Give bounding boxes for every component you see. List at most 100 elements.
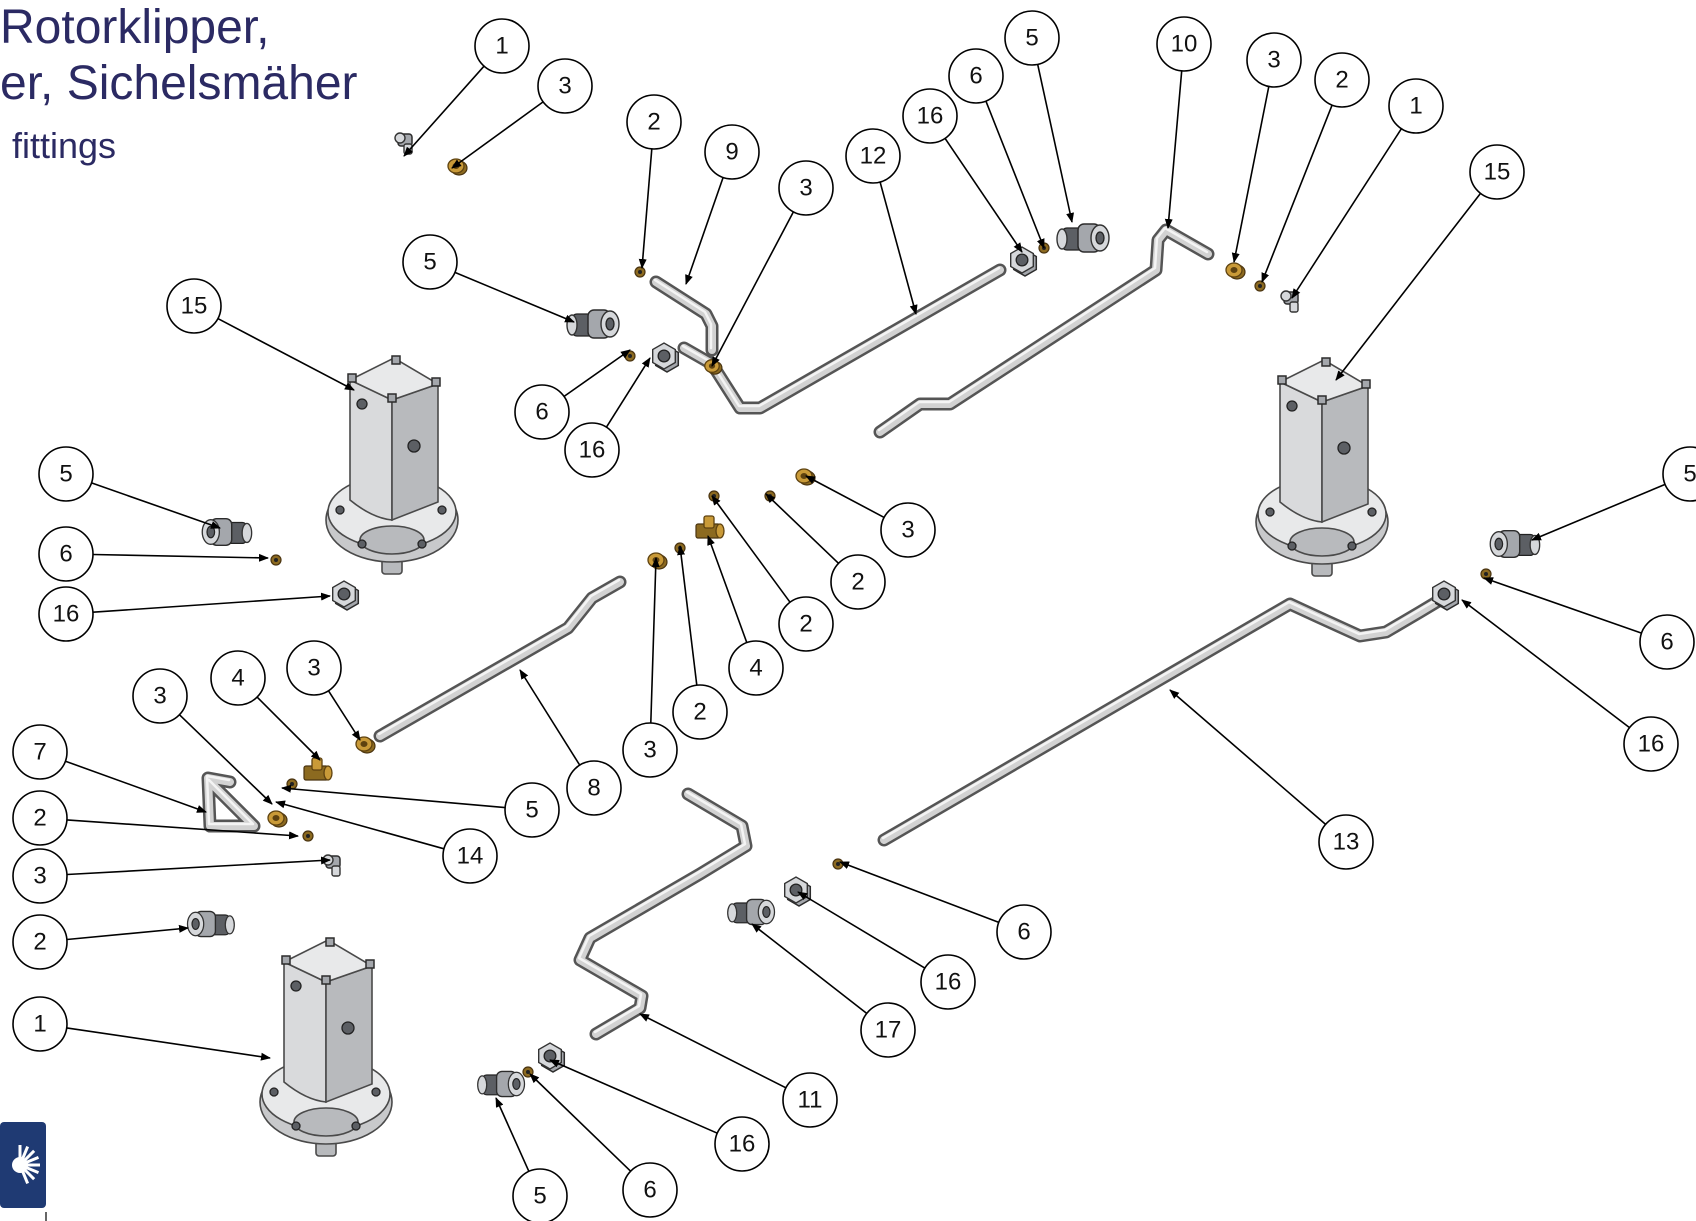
- callout-circle: [12, 790, 68, 846]
- callout-label: 6: [1660, 629, 1673, 656]
- subtitle-fittings: fittings: [12, 125, 117, 166]
- callout-label: 4: [231, 665, 244, 692]
- callout-label: 5: [1683, 461, 1696, 488]
- callout-1: 1: [1388, 78, 1444, 134]
- leader-line: [275, 800, 445, 850]
- motor-flange-bolt: [371, 1087, 381, 1097]
- leader-line: [605, 357, 651, 428]
- callout-7: 7: [12, 724, 68, 780]
- callout-circle: [132, 668, 188, 724]
- motor-bolt: [365, 959, 375, 969]
- callout-4: 4: [728, 640, 784, 696]
- callout-label: 16: [935, 969, 962, 996]
- callout-label: 2: [33, 805, 46, 832]
- callout-circle: [166, 278, 222, 334]
- callout-circle: [1318, 814, 1374, 870]
- leader-line: [66, 819, 299, 840]
- elbow-port-bore: [1494, 537, 1504, 551]
- motor-bolt: [1361, 379, 1371, 389]
- callout-3: 3: [1246, 32, 1302, 88]
- callout-circle: [1246, 32, 1302, 88]
- motor-flange-bolt: [351, 1121, 361, 1131]
- brass-nut: [1225, 262, 1246, 280]
- callout-3: 3: [778, 160, 834, 216]
- callout-circle: [704, 124, 760, 180]
- leader-line: [711, 495, 791, 603]
- leader-line: [451, 101, 544, 169]
- callout-label: 2: [1335, 67, 1348, 94]
- callout-17: 17: [860, 1002, 916, 1058]
- leader-line: [66, 924, 189, 941]
- callout-label: 5: [1025, 25, 1038, 52]
- sealing-ring: [270, 554, 282, 566]
- hex-nut: [1431, 580, 1460, 611]
- tee-fitting: [303, 757, 333, 781]
- leader-line: [66, 1027, 271, 1061]
- elbow-fitting: [477, 1070, 526, 1098]
- callout-label: 7: [33, 739, 46, 766]
- tee-end: [323, 765, 333, 781]
- pipe-9: [649, 275, 719, 357]
- leader-line: [1483, 577, 1642, 634]
- callout-label: 5: [525, 797, 538, 824]
- grease-nipple: [1280, 290, 1299, 313]
- ring-hole: [306, 834, 310, 838]
- elbow-fitting: [201, 517, 253, 547]
- leader-line: [65, 760, 207, 813]
- pipe-7: [201, 771, 261, 833]
- leader-line: [797, 891, 926, 969]
- callout-circle: [1314, 52, 1370, 108]
- callout-label: 5: [533, 1183, 546, 1210]
- leader-line: [639, 1013, 787, 1089]
- callout-9: 9: [704, 124, 760, 180]
- callout-label: 5: [59, 461, 72, 488]
- callout-label: 16: [1638, 731, 1665, 758]
- callout-3: 3: [286, 640, 342, 696]
- motor-port: [1337, 441, 1351, 455]
- callout-16: 16: [564, 422, 620, 478]
- leader-line: [805, 475, 885, 519]
- elbow-end: [727, 903, 738, 923]
- pipe-highlight: [653, 278, 713, 350]
- leader-line: [281, 784, 506, 809]
- callout-5: 5: [512, 1168, 568, 1221]
- elbow-port-bore: [512, 1078, 521, 1090]
- callout-2: 2: [626, 94, 682, 150]
- leader-line: [1291, 128, 1403, 299]
- motor-bolt: [325, 937, 335, 947]
- callout-label: 14: [457, 843, 484, 870]
- elbow-fitting: [566, 309, 620, 339]
- pipe-body: [880, 596, 1444, 844]
- callout-circle: [902, 88, 958, 144]
- callout-circle: [38, 526, 94, 582]
- brass-nut: [447, 158, 468, 176]
- callout-label: 2: [647, 109, 660, 136]
- leader-line: [1335, 192, 1482, 381]
- callout-label: 8: [587, 775, 600, 802]
- callout-circle: [38, 446, 94, 502]
- callout-16: 16: [714, 1116, 770, 1172]
- motor-port: [407, 439, 421, 453]
- callout-6: 6: [514, 384, 570, 440]
- callout-5: 5: [1662, 446, 1696, 502]
- motor-bolt: [1321, 357, 1331, 367]
- leader-line: [403, 65, 485, 157]
- callout-label: 3: [643, 737, 656, 764]
- elbow-fitting: [1489, 529, 1541, 559]
- callout-circle: [1623, 716, 1679, 772]
- leader-line: [985, 100, 1045, 249]
- elbow-end: [477, 1075, 488, 1095]
- leader-line: [549, 1059, 718, 1134]
- elbow-fitting: [1056, 223, 1110, 253]
- callout-circle: [1004, 10, 1060, 66]
- motor-bolt: [1277, 375, 1287, 385]
- callout-label: 15: [1484, 159, 1511, 186]
- callout-12: 12: [845, 128, 901, 184]
- motor-flange-bolt: [417, 539, 427, 549]
- callout-14: 14: [442, 828, 498, 884]
- leader-line: [839, 861, 1000, 924]
- callout-circle: [1388, 78, 1444, 134]
- tee-fitting: [695, 515, 725, 539]
- pipe-11: [573, 787, 753, 1041]
